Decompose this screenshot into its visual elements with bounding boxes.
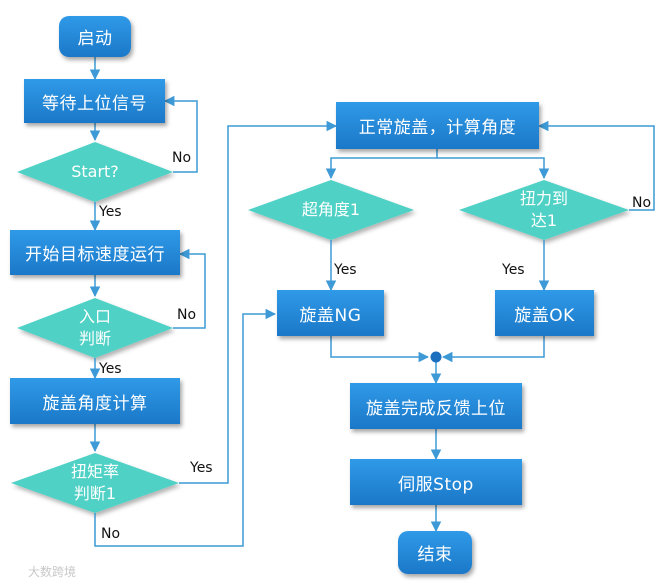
calc-angle-node: 旋盖角度计算 xyxy=(10,378,180,424)
servo-stop-node: 伺服Stop xyxy=(350,459,522,505)
connectors xyxy=(89,57,655,547)
over-angle-text: 超角度1 xyxy=(301,200,361,219)
edge-normal-branch-right xyxy=(437,157,550,180)
entry-check-no-label: No xyxy=(177,307,197,323)
torque-check-no-label: No xyxy=(101,526,121,542)
edge-reach-no-loop xyxy=(537,120,655,211)
torque-check-diamond xyxy=(11,453,179,513)
end-node: 结束 xyxy=(398,531,472,574)
torque-check-yes-label: Yes xyxy=(190,460,213,476)
entry-check-line2: 判断 xyxy=(78,329,111,348)
edge-entry-no-loop xyxy=(173,248,206,329)
watermark: 大数跨境 xyxy=(28,565,77,579)
torque-check-line1: 扭矩率 xyxy=(70,462,119,481)
feedback-node: 旋盖完成反馈上位 xyxy=(350,383,522,429)
cap-ok-node: 旋盖OK xyxy=(495,290,594,336)
torque-reach-line2: 达1 xyxy=(530,211,558,230)
start-check-yes-label: Yes xyxy=(99,204,122,220)
torque-reach-line1: 扭力到 xyxy=(519,189,568,208)
edge-normal-branch xyxy=(325,149,438,180)
edge-ok-merge xyxy=(441,336,545,363)
start-check-no-label: No xyxy=(172,150,192,166)
torque-reach-no-label: No xyxy=(632,195,652,211)
torque-reach-yes-label: Yes xyxy=(502,262,525,278)
entry-check-yes-label: Yes xyxy=(99,361,122,377)
edge-ng-merge xyxy=(330,336,430,363)
torque-check-line2: 判断1 xyxy=(73,484,117,503)
edge-torque-yes xyxy=(179,120,338,484)
over-angle-diamond xyxy=(248,180,414,240)
entry-check-diamond xyxy=(17,298,173,358)
run-speed-node: 开始目标速度运行 xyxy=(10,230,180,275)
start-check-diamond xyxy=(17,142,173,202)
over-angle-yes-label: Yes xyxy=(334,262,357,278)
merge-junction xyxy=(430,351,442,363)
edge-torque-no xyxy=(94,308,277,547)
start-node: 启动 xyxy=(59,16,131,57)
start-check-text: Start? xyxy=(71,162,119,181)
torque-reach-text: 扭力到 达1 xyxy=(494,188,594,232)
cap-ng-node: 旋盖NG xyxy=(277,290,384,336)
wait-signal-node: 等待上位信号 xyxy=(24,79,165,123)
edge-startcheck-no-loop xyxy=(163,95,198,173)
torque-reach-diamond xyxy=(459,180,629,240)
entry-check-line1: 入口 xyxy=(78,307,111,326)
torque-check-text: 扭矩率 判断1 xyxy=(45,461,145,505)
normal-cap-node: 正常旋盖，计算角度 xyxy=(336,102,539,149)
entry-check-text: 入口 判断 xyxy=(45,306,145,350)
